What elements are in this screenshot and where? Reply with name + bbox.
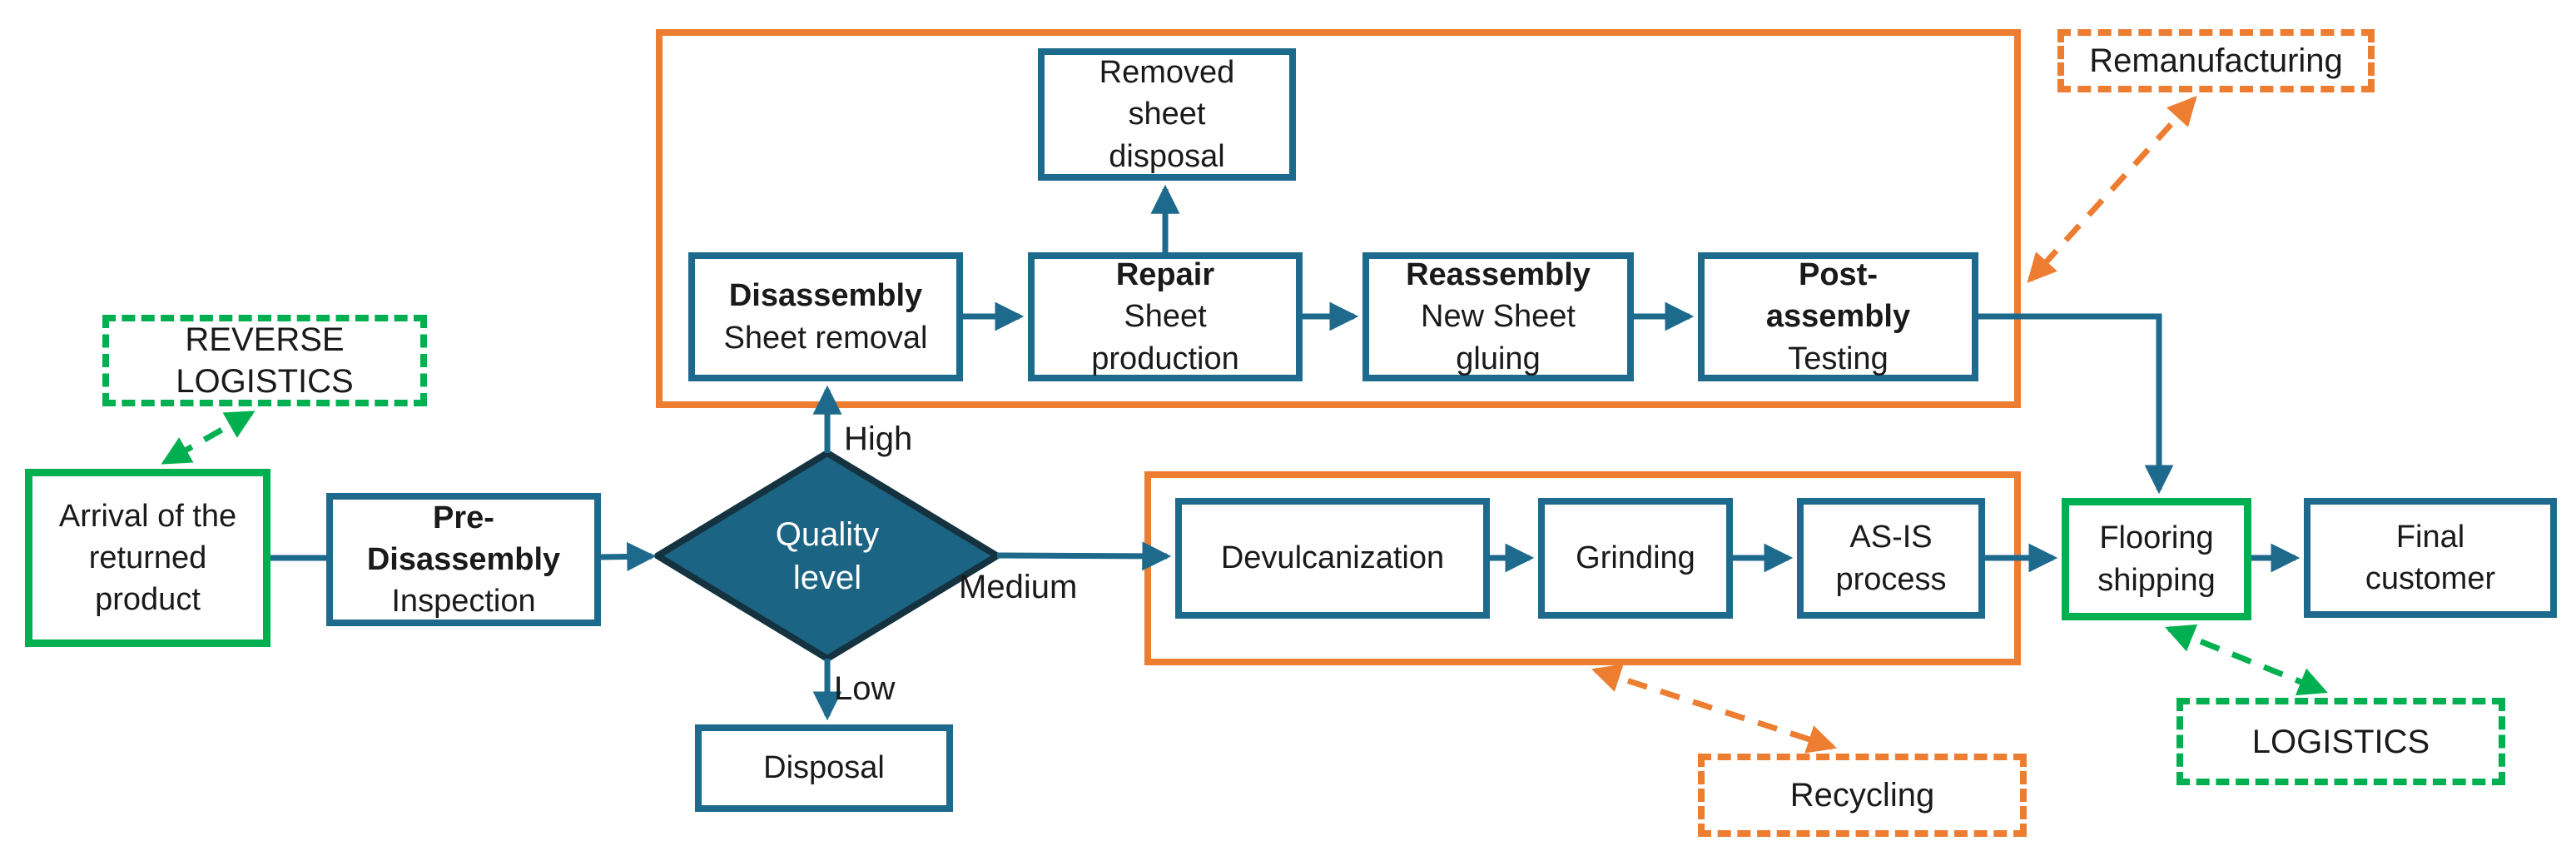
- node-arrival: Arrival of the returned product: [25, 469, 271, 647]
- node-label: Sheet: [1124, 299, 1207, 335]
- callout-label: REVERSE: [185, 321, 345, 358]
- node-disposal: Disposal: [695, 724, 953, 812]
- node-label: Flooring: [2099, 520, 2214, 556]
- node-label: Grinding: [1576, 540, 1695, 576]
- node-label: Removed: [1099, 55, 1235, 91]
- node-label: Devulcanization: [1220, 540, 1445, 576]
- branch-label-medium: Medium: [959, 569, 1078, 605]
- node-label: Disposal: [763, 750, 885, 786]
- node-label: returned: [88, 540, 207, 575]
- edge-reverselogistics-callout: [161, 410, 256, 465]
- node-removed-sheet-disposal: Removed sheet disposal: [1038, 48, 1296, 181]
- callout-remanufacturing: Remanufacturing: [2057, 29, 2375, 92]
- node-label: customer: [2365, 561, 2496, 596]
- callout-reverse-logistics: REVERSE LOGISTICS: [102, 315, 427, 406]
- edge-remanufacturing-callout: [2027, 96, 2197, 283]
- node-label: product: [95, 582, 201, 618]
- node-label: production: [1091, 341, 1239, 376]
- node-pre-disassembly: Pre- Disassembly Inspection: [326, 493, 601, 626]
- edge-postassembly-to-flooring: [1978, 313, 2174, 495]
- node-label: Inspection: [391, 584, 536, 620]
- node-label: sheet: [1128, 97, 1206, 132]
- node-label: gluing: [1456, 341, 1541, 376]
- node-label: level: [792, 559, 862, 596]
- node-label: Post-: [1799, 257, 1878, 293]
- node-disassembly: Disassembly Sheet removal: [688, 252, 963, 381]
- node-label: assembly: [1765, 299, 1911, 335]
- node-flooring-shipping: Flooring shipping: [2062, 498, 2251, 620]
- node-repair: Repair Sheet production: [1028, 252, 1303, 381]
- node-label: Pre-: [433, 500, 494, 535]
- node-label: Quality: [775, 515, 880, 553]
- node-label: disposal: [1109, 138, 1225, 174]
- callout-logistics: LOGISTICS: [2176, 698, 2505, 785]
- branch-label-low: Low: [834, 670, 896, 707]
- callout-label: LOGISTICS: [176, 363, 354, 400]
- node-label: Testing: [1788, 341, 1889, 376]
- node-label: Reassembly: [1406, 257, 1591, 293]
- node-label: Sheet removal: [723, 320, 928, 356]
- node-label: AS-IS: [1849, 520, 1933, 555]
- remanufacturing-container: [656, 29, 2021, 408]
- node-label: Disassembly: [366, 541, 561, 577]
- node-quality-level-text: Quality level: [702, 496, 952, 615]
- node-reassembly: Reassembly New Sheet gluing: [1362, 252, 1634, 381]
- node-label: Disassembly: [728, 278, 923, 314]
- node-label: shipping: [2097, 562, 2216, 598]
- node-final-customer: Final customer: [2304, 498, 2557, 618]
- callout-label: Remanufacturing: [2089, 42, 2343, 79]
- branch-label-high: High: [844, 421, 913, 457]
- node-label: Repair: [1115, 257, 1215, 293]
- edge-logistics-callout: [2165, 624, 2328, 696]
- node-label: New Sheet: [1421, 299, 1576, 335]
- node-as-is-process: AS-IS process: [1797, 498, 1985, 619]
- node-label: process: [1835, 561, 1947, 597]
- node-devulcanization: Devulcanization: [1175, 498, 1490, 619]
- edge-quality-medium-right: [996, 541, 1172, 571]
- node-grinding: Grinding: [1538, 498, 1733, 619]
- edge-recycling-callout: [1591, 664, 1837, 754]
- node-post-assembly: Post- assembly Testing: [1698, 252, 1978, 381]
- callout-label: LOGISTICS: [2251, 723, 2430, 760]
- node-label: Arrival of the: [58, 498, 237, 534]
- edge-preinspection-to-quality: [600, 541, 657, 571]
- node-label: Final: [2395, 519, 2465, 555]
- callout-label: Recycling: [1789, 777, 1935, 814]
- callout-recycling: Recycling: [1698, 754, 2027, 837]
